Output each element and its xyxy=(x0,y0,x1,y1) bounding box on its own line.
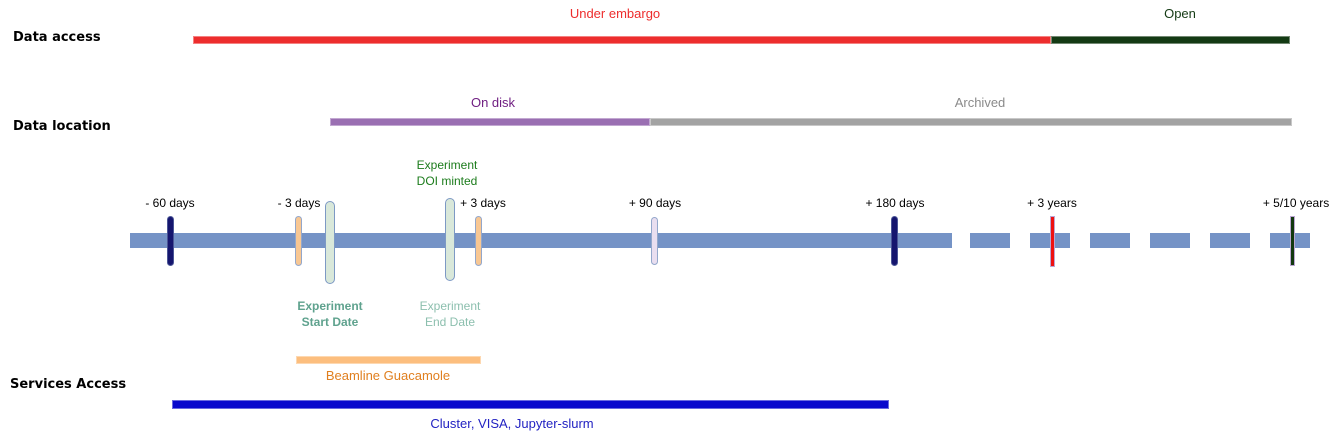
tick-label-plus-3-days: + 3 days xyxy=(460,196,506,210)
experiment-doi-minted-label: Experiment DOI minted xyxy=(372,157,522,189)
tick-label-plus-5-10-years: + 5/10 years xyxy=(1262,196,1330,210)
tick-minus-3-days xyxy=(295,216,302,266)
start-label-line1: Experiment xyxy=(297,299,363,313)
cluster-services-bar xyxy=(172,400,889,409)
timeline-dash xyxy=(1210,233,1250,248)
tick-label-minus-60-days: - 60 days xyxy=(145,196,195,210)
under-embargo-bar xyxy=(193,36,1051,44)
doi-label-line2: DOI minted xyxy=(416,174,478,188)
archived-label: Archived xyxy=(954,95,1006,110)
start-label-line2: Start Date xyxy=(301,315,359,329)
tick-label-plus-180-days: + 180 days xyxy=(865,196,925,210)
tick-label-plus-90-days: + 90 days xyxy=(628,196,682,210)
end-label-line2: End Date xyxy=(424,315,476,329)
beamline-guacamole-label: Beamline Guacamole xyxy=(325,368,451,383)
services-access-row-label: Services Access xyxy=(10,377,127,392)
experiment-start-date-label: Experiment Start Date xyxy=(255,298,405,330)
tick-plus-3-days xyxy=(475,216,482,266)
beamline-bar xyxy=(296,356,481,364)
tick-plus-3-years xyxy=(1050,216,1055,267)
doi-label-line1: Experiment xyxy=(416,158,478,172)
timeline-dash xyxy=(1090,233,1130,248)
tick-label-plus-3-years: + 3 years xyxy=(1027,196,1077,210)
under-embargo-label: Under embargo xyxy=(569,6,661,21)
data-access-row-label: Data access xyxy=(13,30,101,45)
tick-plus-180-days xyxy=(891,216,898,266)
timeline-dash xyxy=(970,233,1010,248)
tick-plus-5-10-years xyxy=(1290,216,1295,266)
archived-bar xyxy=(650,118,1292,126)
timeline-solid-bar xyxy=(130,233,952,248)
on-disk-label: On disk xyxy=(470,95,516,110)
end-label-line1: Experiment xyxy=(419,299,481,313)
open-bar xyxy=(1051,36,1290,44)
timeline-dash xyxy=(1150,233,1190,248)
on-disk-bar xyxy=(330,118,650,126)
tick-experiment-end xyxy=(445,198,455,281)
data-location-row-label: Data location xyxy=(13,119,111,134)
cluster-visa-jupyter-label: Cluster, VISA, Jupyter-slurm xyxy=(430,416,594,431)
tick-plus-90-days xyxy=(651,217,658,265)
experiment-end-date-label: Experiment End Date xyxy=(375,298,525,330)
open-label: Open xyxy=(1164,6,1196,21)
tick-label-minus-3-days: - 3 days xyxy=(277,196,321,210)
tick-experiment-start xyxy=(325,201,335,284)
tick-minus-60-days xyxy=(167,216,174,266)
